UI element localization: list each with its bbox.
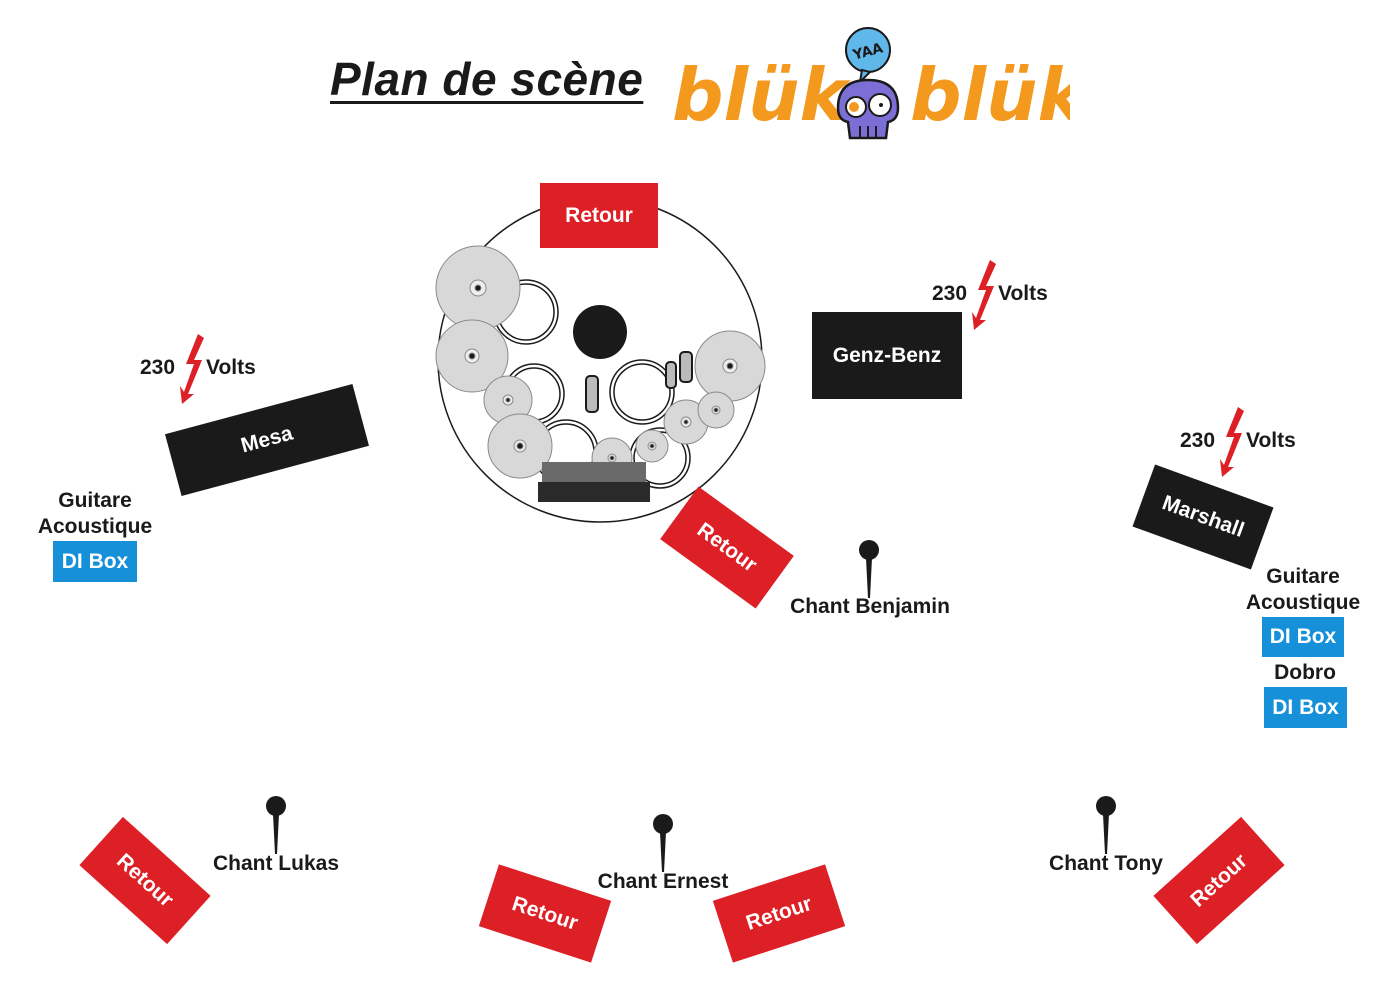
amp-genz-benz: Genz-Benz bbox=[812, 312, 962, 399]
amp-marshall: Marshall bbox=[1132, 464, 1274, 570]
di-box-guitare-right: DI Box bbox=[1262, 617, 1344, 657]
power-value: 230 bbox=[1180, 429, 1216, 452]
microphone-icon bbox=[653, 814, 673, 872]
di-label-dobro: Dobro bbox=[1274, 661, 1336, 684]
page-title: Plan de scène bbox=[330, 53, 644, 105]
di-box-left: DI Box bbox=[53, 541, 137, 582]
logo-speech-text: YAA bbox=[850, 40, 885, 64]
logo-word-left: blük bbox=[672, 53, 851, 137]
di-label-guitare-left: Guitare bbox=[58, 489, 132, 512]
drum-kit-icon bbox=[435, 197, 766, 523]
lightning-icon bbox=[972, 260, 996, 330]
microphone-icon bbox=[1096, 796, 1116, 854]
lightning-icon bbox=[180, 334, 204, 404]
power-unit: Volts bbox=[206, 356, 256, 379]
vocal-label-tony: Chant Tony bbox=[1049, 852, 1163, 875]
power-unit: Volts bbox=[998, 282, 1048, 305]
power-drop-left: 230 Volts bbox=[140, 334, 280, 404]
vocal-label-benjamin: Chant Benjamin bbox=[790, 595, 950, 618]
vocal-label-lukas: Chant Lukas bbox=[212, 852, 340, 875]
power-drop-marshall: 230 Volts bbox=[1180, 407, 1320, 477]
di-box-dobro: DI Box bbox=[1264, 687, 1347, 728]
microphone-icon bbox=[859, 540, 879, 598]
retour-monitor-drums: Retour bbox=[540, 183, 658, 248]
power-unit: Volts bbox=[1246, 429, 1296, 452]
retour-monitor-lukas: Retour bbox=[79, 816, 211, 945]
power-value: 230 bbox=[932, 282, 968, 305]
vocal-label-ernest: Chant Ernest bbox=[597, 870, 729, 893]
logo-word-right: blük bbox=[910, 53, 1070, 137]
lightning-icon bbox=[1220, 407, 1244, 477]
power-value: 230 bbox=[140, 356, 176, 379]
power-drop-genz: 230 Volts bbox=[932, 260, 1072, 330]
di-label-acoustique-left: Acoustique bbox=[37, 515, 153, 538]
retour-monitor-tony: Retour bbox=[1153, 816, 1285, 945]
di-label-guitare-right: Guitare bbox=[1266, 565, 1340, 588]
blukbluk-logo: blük blük YAA bbox=[672, 27, 1070, 140]
microphone-icon bbox=[266, 796, 286, 854]
di-label-acoustique-right: Acoustique bbox=[1245, 591, 1361, 614]
skull-logo-icon: YAA bbox=[836, 27, 900, 140]
